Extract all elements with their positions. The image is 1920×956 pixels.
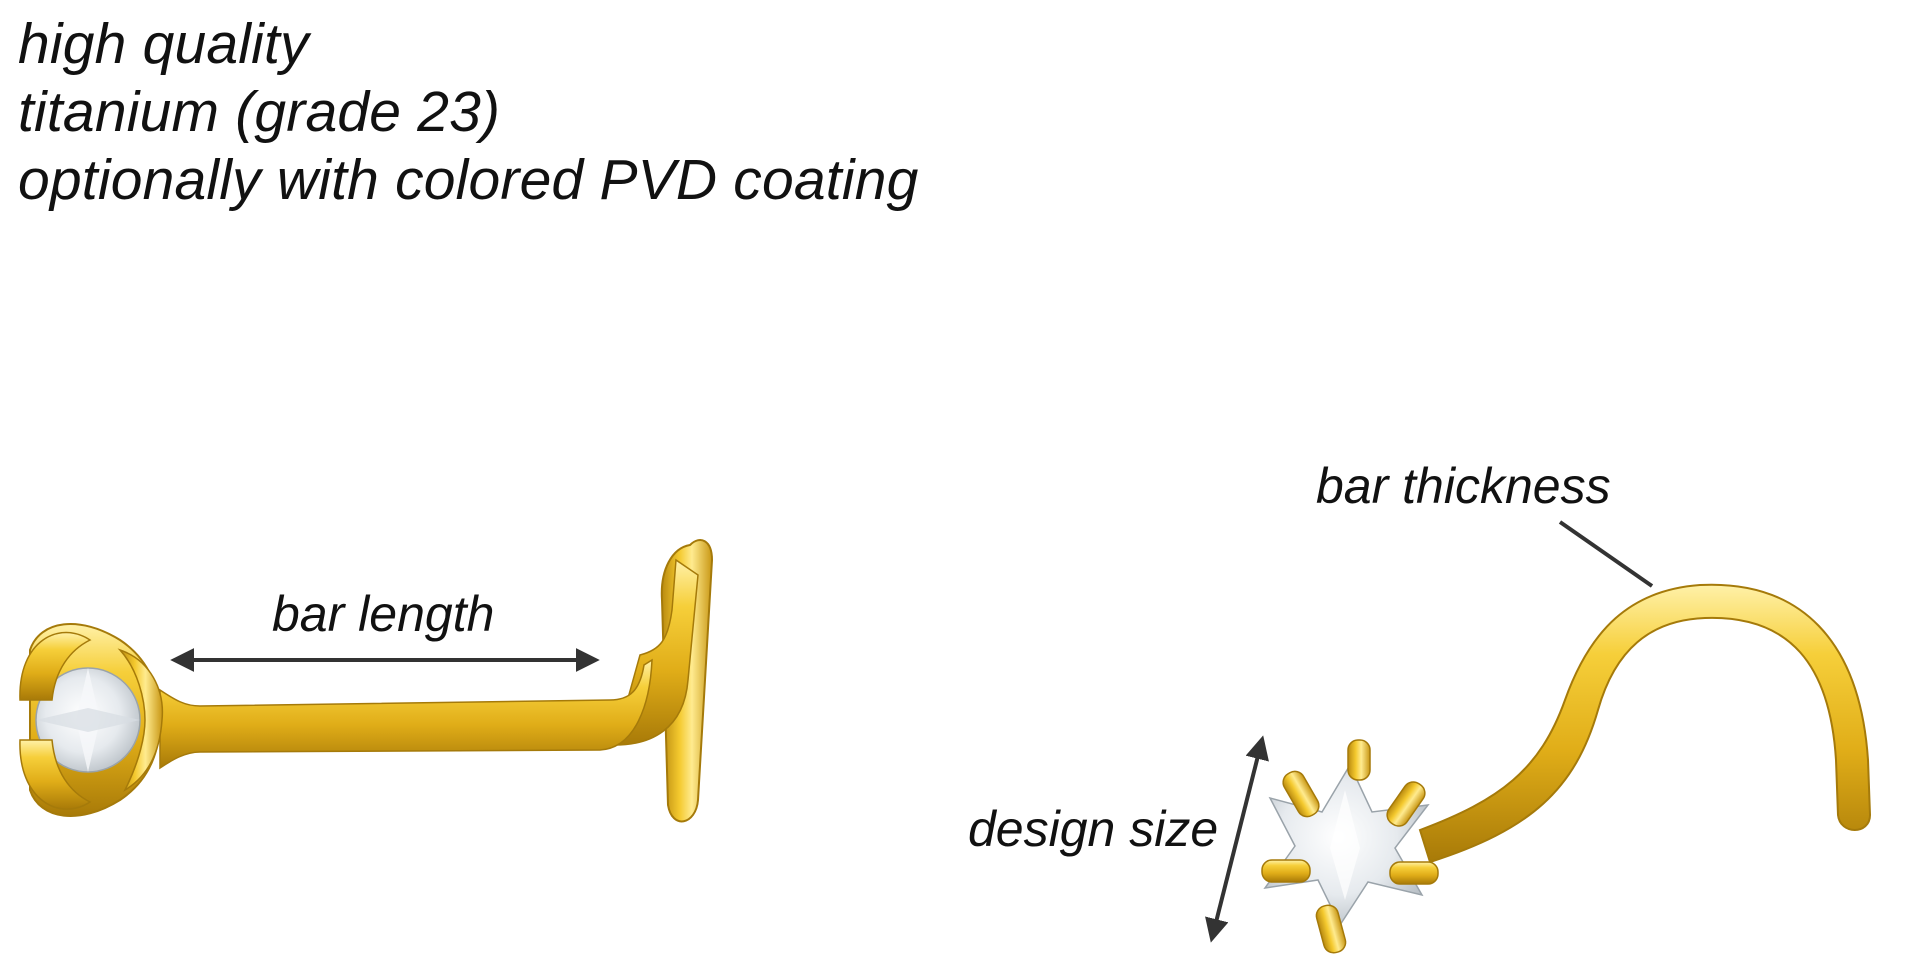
feature-line-material: titanium (grade 23): [18, 80, 501, 144]
design-size-label: design size: [968, 801, 1219, 857]
bar-thickness-pointer: [1558, 520, 1654, 588]
design-size-arrow: [1205, 735, 1269, 943]
l-shaped-nose-stud: [19, 539, 714, 823]
feature-line-quality: high quality: [18, 12, 309, 76]
bar-length-label: bar length: [272, 586, 495, 642]
screw-nose-stud: [1261, 583, 1872, 954]
bar-thickness-label: bar thickness: [1316, 458, 1611, 514]
star-stone: [1261, 739, 1439, 954]
feature-line-coating: optionally with colored PVD coating: [18, 148, 919, 212]
